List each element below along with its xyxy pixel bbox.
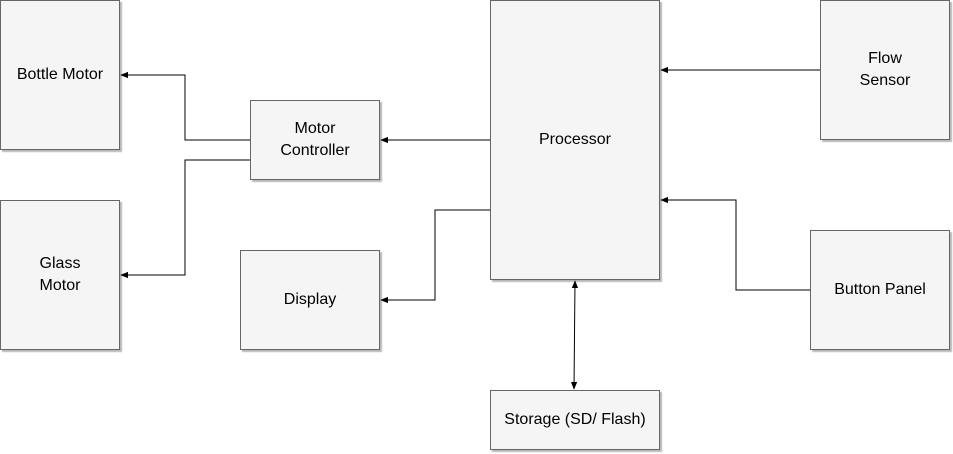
- processor-label: Processor: [538, 131, 612, 148]
- connector-controller-to-glass-motor: [120, 159, 250, 279]
- display-block: Display: [240, 250, 380, 350]
- connector-processor-storage: [570, 280, 579, 390]
- processor-block: Processor: [490, 0, 660, 280]
- storage-label: Storage (SD/ Flash): [504, 411, 646, 428]
- motor-controller-label: Motor Controller: [280, 120, 350, 159]
- glass-motor-label: Glass Motor: [39, 255, 81, 294]
- flow-sensor-label: Flow Sensor: [859, 50, 911, 89]
- button-panel-block: Button Panel: [810, 230, 950, 350]
- bottle-motor-block: Bottle Motor: [0, 0, 120, 150]
- motor-controller-block: Motor Controller: [250, 100, 380, 180]
- button-panel-label: Button Panel: [834, 281, 926, 298]
- display-label: Display: [283, 291, 337, 308]
- connector-controller-to-bottle-motor: [120, 71, 250, 141]
- connector-processor-to-display: [380, 209, 490, 304]
- glass-motor-block: Glass Motor: [0, 200, 120, 350]
- bottle-motor-label: Bottle Motor: [16, 66, 104, 83]
- connector-button-panel-to-processor: [660, 196, 810, 291]
- storage-block: Storage (SD/ Flash): [490, 390, 660, 450]
- flow-sensor-block: Flow Sensor: [820, 0, 950, 140]
